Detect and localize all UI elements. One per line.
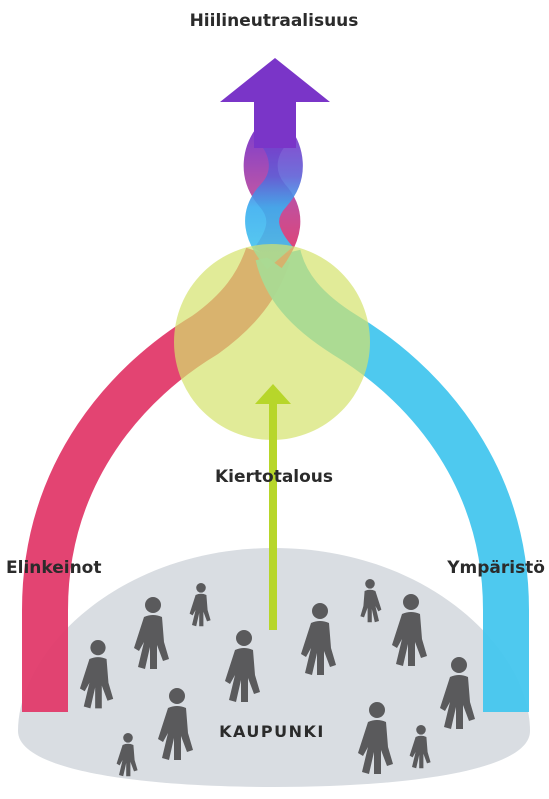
right-label: Ympäristö	[446, 558, 545, 578]
center-label: Kiertotalous	[215, 467, 333, 487]
braid-strand-b	[262, 132, 286, 258]
city-label: KAUPUNKI	[219, 722, 325, 741]
top-arrow-shaft	[254, 98, 296, 148]
arrow-up-icon	[220, 58, 330, 102]
left-label: Elinkeinot	[6, 558, 101, 578]
center-arrow-shaft	[269, 400, 277, 630]
top-label: Hiilineutraalisuus	[190, 11, 359, 31]
